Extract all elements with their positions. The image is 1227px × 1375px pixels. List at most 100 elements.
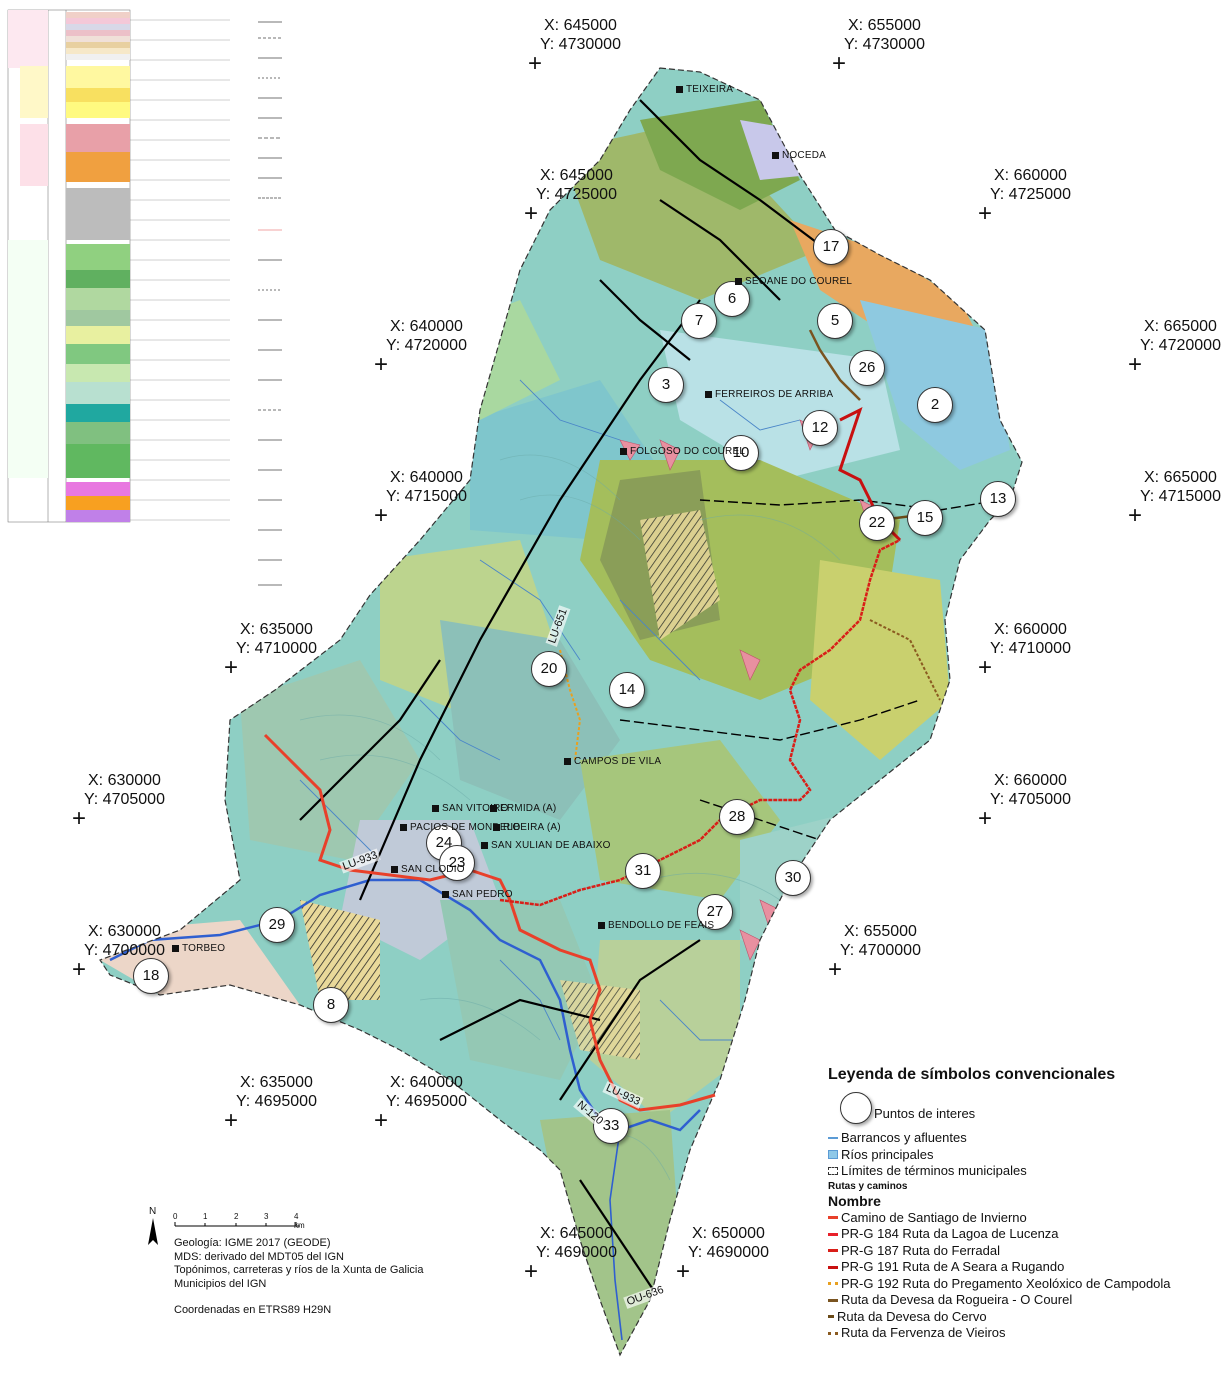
point-of-interest-marker[interactable]: 3 [648,367,684,403]
settlement-icon [391,865,398,873]
coordinate-x: X: 660000 [994,772,1067,789]
point-of-interest-marker[interactable]: 20 [531,651,567,687]
settlement-icon [172,944,179,952]
route-line-icon [828,1315,834,1319]
coordinate-label: X: 660000 Y: 4705000+ [978,771,1071,832]
place-label: CAMPOS DE VILA [564,756,661,767]
point-of-interest-marker[interactable]: 14 [609,672,645,708]
settlement-icon [564,757,571,765]
point-of-interest-marker[interactable]: 18 [133,958,169,994]
point-of-interest-marker[interactable]: 13 [980,481,1016,517]
place-label: SAN VITOIRO [432,803,508,814]
coordinate-y: Y: 4720000 [1140,337,1221,354]
point-of-interest-marker[interactable]: 23 [439,845,475,881]
place-label: SEOANE DO COUREL [735,276,852,287]
coordinate-x: X: 630000 [88,772,161,789]
settlement-icon [735,277,742,285]
point-of-interest-marker[interactable]: 31 [625,853,661,889]
place-name: TEIXEIRA [686,84,734,95]
legend-poi-row: Puntos de interes [828,1092,1218,1124]
settlement-icon [442,890,449,898]
legend-item-label: Ríos principales [841,1146,934,1162]
river-area-icon [828,1150,838,1160]
legend-name-header: Nombre [828,1192,881,1209]
coordinate-y: Y: 4705000 [990,791,1071,808]
route-line-icon [828,1232,838,1236]
boundary-icon [828,1167,838,1176]
coordinate-y: Y: 4725000 [536,186,617,203]
coordinate-y: Y: 4705000 [84,791,165,808]
place-name: FOLGOSO DO COUREL [630,446,746,457]
place-label: SAN PEDRO [442,889,513,900]
crosshair-icon: + [1128,351,1143,378]
route-line-icon [828,1331,838,1335]
route-label: PR-G 192 Ruta do Pregamento Xeolóxico de… [841,1275,1171,1291]
point-of-interest-marker[interactable]: 5 [817,303,853,339]
place-label: PACIOS DE MONDELO [400,822,520,833]
place-label: SAN XULIAN DE ABAIXO [481,840,611,851]
crosshair-icon: + [676,1258,691,1285]
route-line-icon [828,1249,838,1253]
point-of-interest-marker[interactable]: 7 [681,303,717,339]
place-label: SAN CLODIO [391,864,465,875]
scale-label: 0 [173,1212,178,1221]
scale-bar [148,1218,300,1245]
place-name: SAN CLODIO [401,864,465,875]
coordinate-y: Y: 4695000 [386,1093,467,1110]
crosshair-icon: + [528,50,543,77]
settlement-icon [490,804,497,812]
legend-route-row: Ruta da Fervenza de Vieiros [828,1325,1218,1342]
point-of-interest-marker[interactable]: 28 [719,799,755,835]
crosshair-icon: + [72,805,87,832]
poi-symbol-icon [840,1092,872,1124]
place-name: FERREIROS DE ARRIBA [715,389,834,400]
point-of-interest-marker[interactable]: 17 [813,229,849,265]
crosshair-icon: + [978,805,993,832]
route-line-icon [828,1265,838,1269]
crosshair-icon: + [978,654,993,681]
coordinate-x: X: 645000 [544,17,617,34]
coordinate-y: Y: 4690000 [536,1244,617,1261]
point-of-interest-marker[interactable]: 10 [723,435,759,471]
route-line-icon [828,1282,838,1286]
point-of-interest-marker[interactable]: 12 [802,410,838,446]
place-name: NOCEDA [782,150,826,161]
route-label: Ruta da Fervenza de Vieiros [841,1325,1006,1340]
route-label: PR-G 191 Ruta de A Seara a Rugando [841,1259,1065,1274]
point-of-interest-marker[interactable]: 27 [697,894,733,930]
place-label: RIBEIRA (A) [493,822,561,833]
point-of-interest-marker[interactable]: 8 [313,987,349,1023]
place-label: TEIXEIRA [676,84,733,95]
point-of-interest-marker[interactable]: 2 [917,387,953,423]
point-of-interest-marker[interactable]: 6 [714,281,750,317]
route-line-icon [828,1298,838,1302]
coordinate-x: X: 665000 [1144,318,1217,335]
map-credits: Geología: IGME 2017 (GEODE) MDS: derivad… [174,1237,423,1318]
credit-line: Geología: IGME 2017 (GEODE) [174,1237,331,1249]
coordinate-x: X: 645000 [540,167,613,184]
point-of-interest-marker[interactable]: 15 [907,500,943,536]
coordinate-y: Y: 4690000 [688,1244,769,1261]
symbol-legend: Leyenda de símbolos convencionales Punto… [828,1066,1218,1342]
legend-route-row: Ruta da Devesa do Cervo [828,1309,1218,1326]
coordinate-x: X: 655000 [844,923,917,940]
point-of-interest-marker[interactable]: 30 [775,860,811,896]
point-of-interest-marker[interactable]: 22 [859,505,895,541]
point-of-interest-marker[interactable]: 29 [259,907,295,943]
scale-label: 3 [264,1212,269,1221]
coordinate-y: Y: 4700000 [840,942,921,959]
credit-line: Coordenadas en ETRS89 H29N [174,1304,332,1316]
point-of-interest-marker[interactable]: 26 [849,350,885,386]
credit-line [174,1291,423,1304]
route-label: PR-G 184 Ruta da Lagoa de Lucenza [841,1226,1059,1241]
crosshair-icon: + [374,1107,389,1134]
place-label: FERREIROS DE ARRIBA [705,389,833,400]
coordinate-x: X: 660000 [994,167,1067,184]
